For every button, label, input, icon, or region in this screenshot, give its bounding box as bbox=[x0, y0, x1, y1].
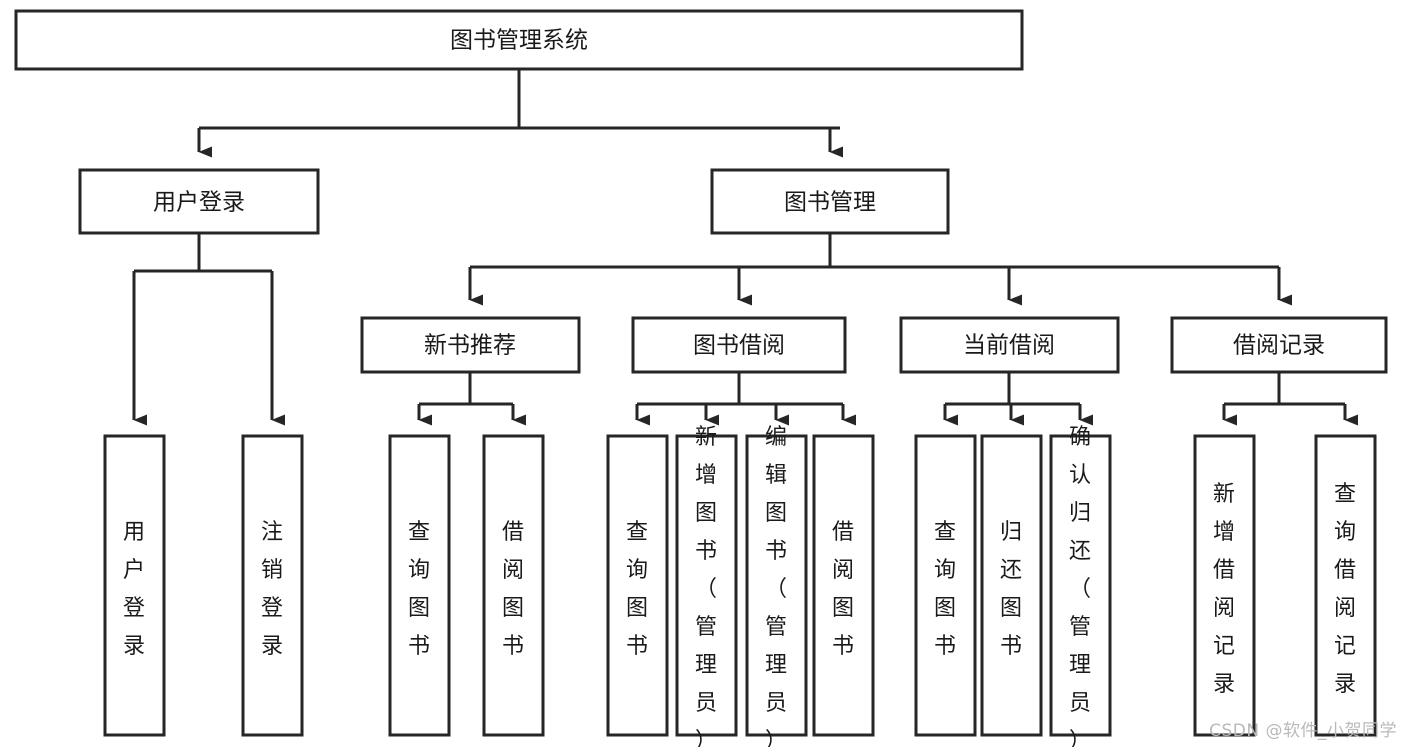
node-leaf-add-record[interactable]: 新增借阅记录 bbox=[1193, 434, 1256, 737]
node-book-manage[interactable]: 图书管理 bbox=[710, 168, 950, 235]
node-leaf-logout-label: 注销登录 bbox=[261, 520, 283, 659]
node-leaf-edit-book[interactable]: 编辑图书（管理员） bbox=[745, 425, 808, 747]
node-leaf-add-record-box[interactable] bbox=[1193, 434, 1256, 737]
node-borrow-record-box[interactable] bbox=[1170, 316, 1388, 374]
node-leaf-query-book-3[interactable]: 查询图书 bbox=[914, 434, 977, 737]
node-leaf-return-book-label: 归还图书 bbox=[1000, 520, 1022, 659]
node-leaf-borrow-book-2-box[interactable] bbox=[812, 434, 875, 737]
node-leaf-query-book-2[interactable]: 查询图书 bbox=[606, 434, 669, 737]
node-leaf-confirm-return-label: 确认归还（管理员） bbox=[1069, 425, 1091, 747]
node-leaf-borrow-book-2[interactable]: 借阅图书 bbox=[812, 434, 875, 737]
node-root-box[interactable] bbox=[14, 9, 1024, 71]
node-user-login-box[interactable] bbox=[78, 168, 320, 235]
node-leaf-borrow-book-1[interactable]: 借阅图书 bbox=[482, 434, 545, 737]
node-leaf-query-record-label: 查询借阅记录 bbox=[1334, 482, 1356, 697]
node-leaf-query-record-box[interactable] bbox=[1314, 434, 1377, 737]
node-current-borrow-label: 当前借阅 bbox=[963, 333, 1055, 359]
node-leaf-add-book-label: 新增图书（管理员） bbox=[695, 425, 717, 747]
node-user-login-label: 用户登录 bbox=[153, 190, 245, 216]
node-leaf-query-book-2-label: 查询图书 bbox=[626, 520, 648, 659]
node-leaf-borrow-book-1-box[interactable] bbox=[482, 434, 545, 737]
node-book-borrow[interactable]: 图书借阅 bbox=[631, 316, 847, 374]
node-current-borrow[interactable]: 当前借阅 bbox=[899, 316, 1120, 374]
node-leaf-borrow-book-1-label: 借阅图书 bbox=[502, 520, 524, 659]
node-leaf-query-record[interactable]: 查询借阅记录 bbox=[1314, 434, 1377, 737]
node-user-login[interactable]: 用户登录 bbox=[78, 168, 320, 235]
node-leaf-return-book-box[interactable] bbox=[980, 434, 1043, 737]
node-root-label: 图书管理系统 bbox=[450, 28, 588, 54]
node-leaf-add-record-label: 新增借阅记录 bbox=[1213, 482, 1235, 697]
node-leaf-user-login[interactable]: 用户登录 bbox=[103, 434, 166, 737]
node-borrow-record[interactable]: 借阅记录 bbox=[1170, 316, 1388, 374]
node-leaf-user-login-box[interactable] bbox=[103, 434, 166, 737]
node-leaf-edit-book-box[interactable] bbox=[745, 434, 808, 737]
node-leaf-confirm-return[interactable]: 确认归还（管理员） bbox=[1049, 425, 1112, 747]
node-leaf-add-book[interactable]: 新增图书（管理员） bbox=[675, 425, 738, 747]
node-leaf-query-book-1[interactable]: 查询图书 bbox=[388, 434, 451, 737]
node-root[interactable]: 图书管理系统 bbox=[14, 9, 1024, 71]
node-leaf-query-book-3-box[interactable] bbox=[914, 434, 977, 737]
node-leaf-query-book-2-box[interactable] bbox=[606, 434, 669, 737]
node-leaf-return-book[interactable]: 归还图书 bbox=[980, 434, 1043, 737]
node-current-borrow-box[interactable] bbox=[899, 316, 1120, 374]
node-new-book-recommend[interactable]: 新书推荐 bbox=[360, 316, 581, 374]
node-book-borrow-label: 图书借阅 bbox=[693, 333, 785, 359]
node-borrow-record-label: 借阅记录 bbox=[1233, 333, 1325, 359]
node-leaf-query-book-1-label: 查询图书 bbox=[408, 520, 430, 659]
node-leaf-borrow-book-2-label: 借阅图书 bbox=[832, 520, 854, 659]
node-new-book-recommend-label: 新书推荐 bbox=[424, 333, 516, 359]
node-leaf-logout[interactable]: 注销登录 bbox=[241, 434, 304, 737]
node-leaf-confirm-return-box[interactable] bbox=[1049, 434, 1112, 737]
node-leaf-edit-book-label: 编辑图书（管理员） bbox=[765, 425, 787, 747]
node-new-book-recommend-box[interactable] bbox=[360, 316, 581, 374]
node-leaf-user-login-label: 用户登录 bbox=[123, 520, 145, 659]
node-book-manage-box[interactable] bbox=[710, 168, 950, 235]
node-leaf-logout-box[interactable] bbox=[241, 434, 304, 737]
node-leaf-add-book-box[interactable] bbox=[675, 434, 738, 737]
node-book-borrow-box[interactable] bbox=[631, 316, 847, 374]
node-leaf-query-book-3-label: 查询图书 bbox=[934, 520, 956, 659]
node-book-manage-label: 图书管理 bbox=[784, 190, 876, 216]
node-leaf-query-book-1-box[interactable] bbox=[388, 434, 451, 737]
connector-group bbox=[132, 69, 1358, 426]
